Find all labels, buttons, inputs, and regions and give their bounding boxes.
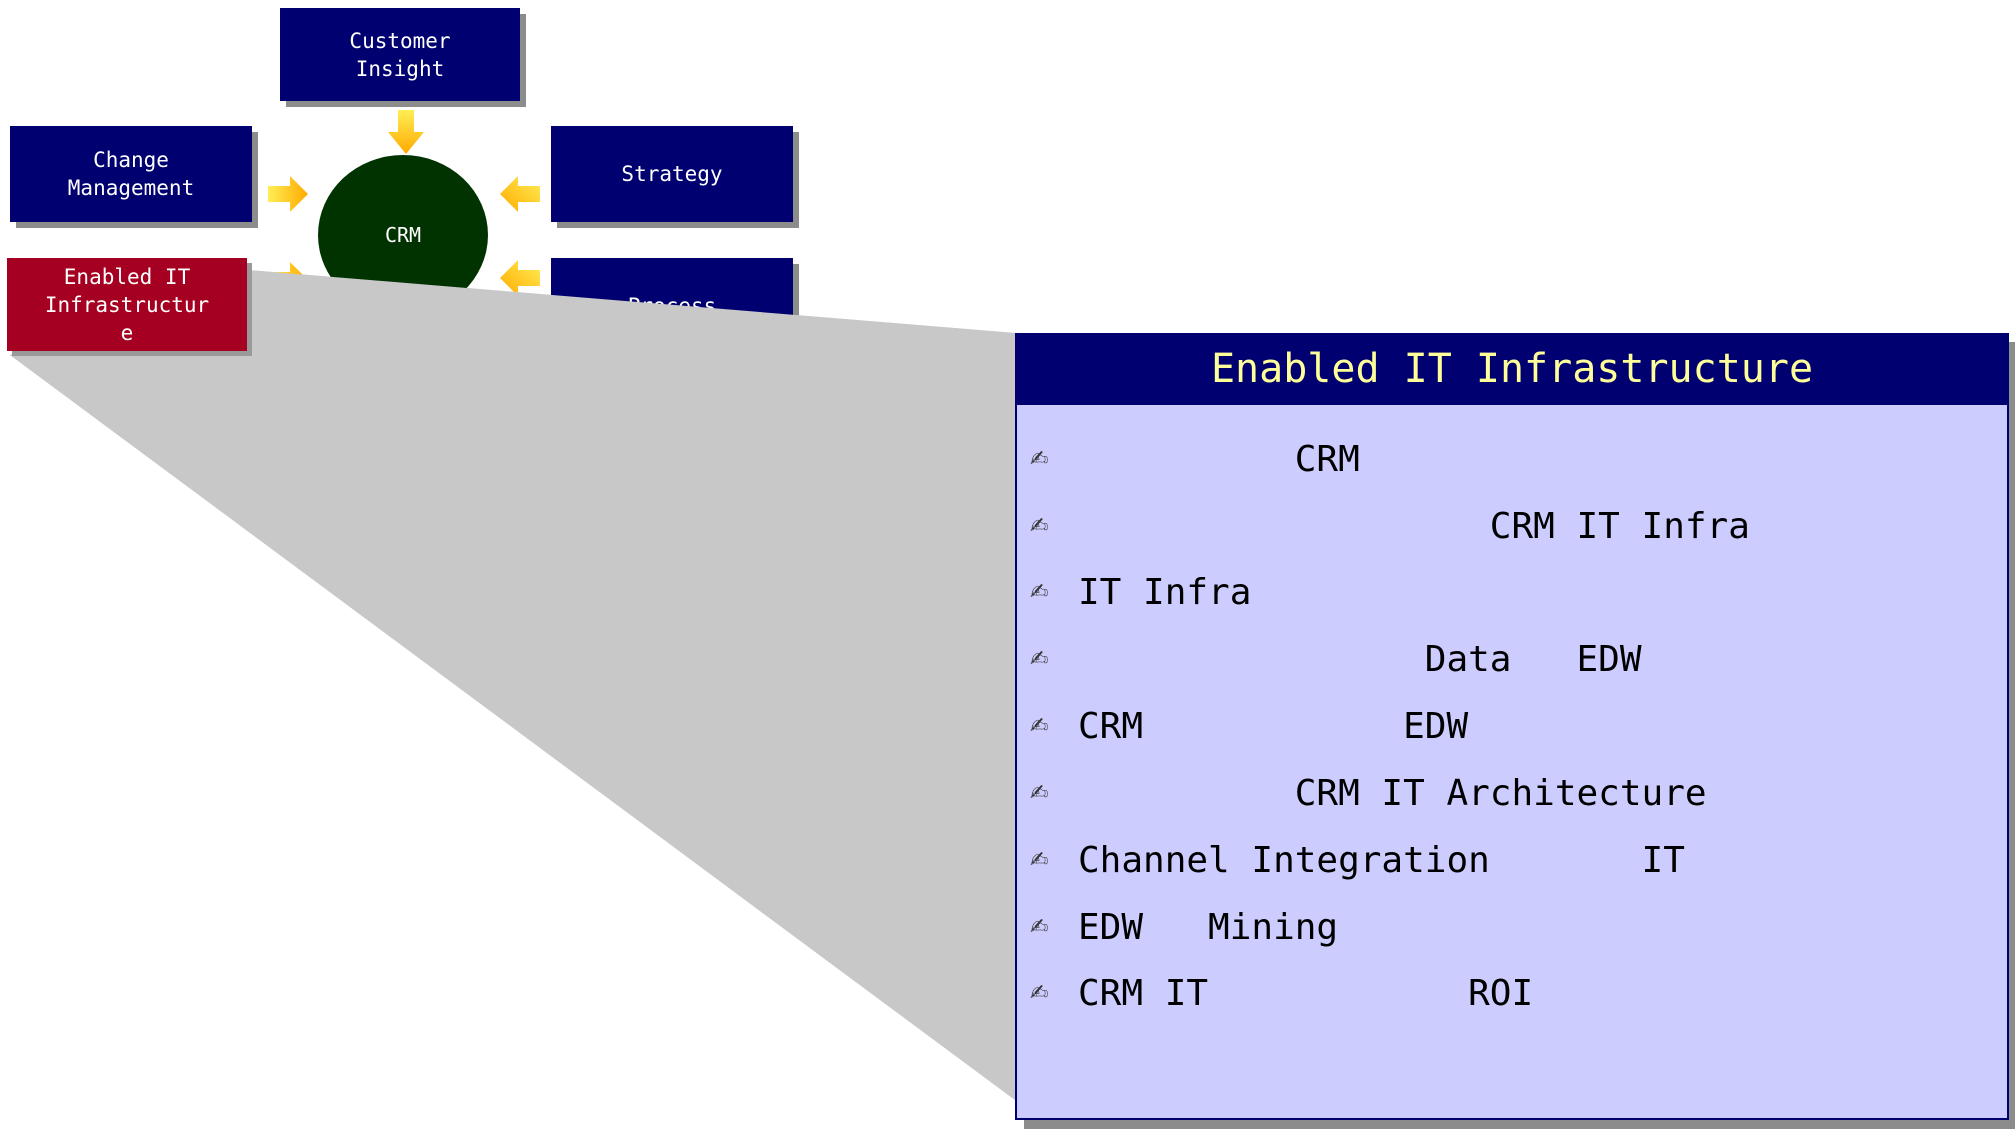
arrow-down-icon: [388, 110, 424, 154]
panel-list-item-text: IT Infra: [1078, 571, 1252, 613]
panel-list-item: ✍ CRM IT ROI: [1030, 968, 1533, 1018]
node-strategy[interactable]: Strategy: [551, 126, 793, 222]
crm-center-label: CRM: [384, 223, 422, 247]
arrow-left-lower-icon: [500, 260, 540, 296]
arrow-left-icon: [500, 176, 540, 212]
panel-list-item: ✍ CRM: [1030, 434, 1360, 484]
panel-title-text: Enabled IT Infrastructure: [1210, 346, 1814, 392]
node-customer-insight[interactable]: Customer Insight: [280, 8, 520, 101]
detail-panel: [1015, 333, 2009, 1120]
panel-list-item-text: CRM EDW: [1078, 705, 1469, 747]
panel-list-item-text: CRM IT Infra: [1078, 505, 1750, 547]
panel-list-item: ✍ EDW Mining: [1030, 902, 1338, 952]
panel-title: Enabled IT Infrastructure: [1015, 333, 2009, 405]
panel-list-item-text: CRM IT ROI: [1078, 972, 1534, 1014]
writing-hand-icon: ✍: [1030, 646, 1049, 672]
panel-list-item: ✍ CRM IT Architecture: [1030, 768, 1707, 818]
writing-hand-icon: ✍: [1030, 780, 1049, 806]
panel-list-item-text: CRM IT Architecture: [1078, 772, 1707, 814]
panel-list-item-text: Data EDW: [1078, 638, 1642, 680]
writing-hand-icon: ✍: [1030, 847, 1049, 873]
panel-list-item-text: Channel Integration IT: [1078, 839, 1685, 881]
node-change-management[interactable]: Change Management: [10, 126, 252, 222]
panel-list-item-text: CRM: [1078, 438, 1360, 480]
writing-hand-icon: ✍: [1030, 980, 1049, 1006]
writing-hand-icon: ✍: [1030, 513, 1049, 539]
panel-list-item: ✍ Channel Integration IT: [1030, 835, 1685, 885]
writing-hand-icon: ✍: [1030, 579, 1049, 605]
panel-list-item: ✍ IT Infra: [1030, 567, 1251, 617]
panel-list-item: ✍ CRM IT Infra: [1030, 501, 1750, 551]
writing-hand-icon: ✍: [1030, 446, 1049, 472]
writing-hand-icon: ✍: [1030, 713, 1049, 739]
panel-list-item-text: EDW Mining: [1078, 906, 1339, 948]
panel-list-item: ✍ Data EDW: [1030, 634, 1642, 684]
writing-hand-icon: ✍: [1030, 914, 1049, 940]
panel-list-item: ✍ CRM EDW: [1030, 701, 1468, 751]
node-enabled-it-infrastructure[interactable]: Enabled IT Infrastructur e: [7, 258, 247, 351]
arrow-right-icon: [268, 176, 308, 212]
